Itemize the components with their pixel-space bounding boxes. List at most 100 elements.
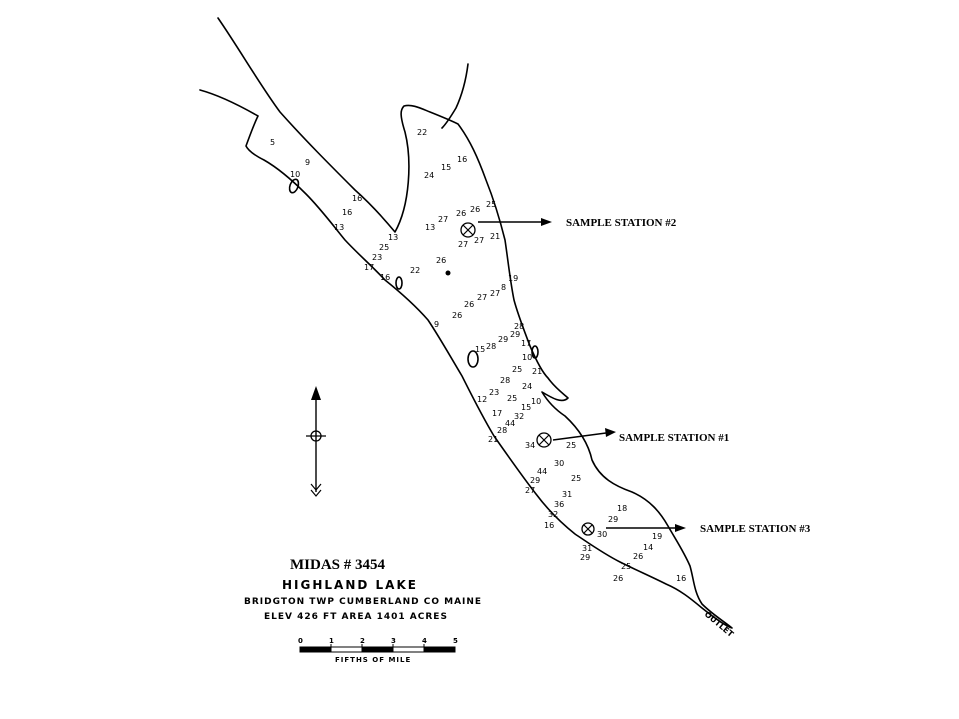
depth-label: 25 [486,200,496,209]
depth-label: 28 [486,342,496,351]
scale-unit-label: FIFTHS OF MILE [335,656,411,664]
sample-station-1: SAMPLE STATION #1 [536,428,729,448]
depth-label: 32 [548,510,558,519]
depth-label: 5 [270,138,275,147]
scale-bar: 0 1 2 3 4 5 FIFTHS OF MILE [298,637,458,664]
depth-label: 21 [532,367,542,376]
depth-label: 15 [441,163,451,172]
depth-label: 27 [438,215,448,224]
sample-station-2: SAMPLE STATION #2 [460,217,677,238]
depth-label: 26 [633,552,643,561]
depth-label: 18 [617,504,627,513]
lake-name: HIGHLAND LAKE [282,578,418,592]
arrow-head-icon [541,218,552,226]
depth-label: 17 [492,409,502,418]
depth-label: 26 [613,574,623,583]
depth-label: 26 [436,256,446,265]
island [531,345,539,359]
depth-label: 19 [652,532,662,541]
depth-label: 28 [497,426,507,435]
location-line: BRIDGTON TWP CUMBERLAND CO MAINE [244,597,482,607]
depth-label: 25 [379,243,389,252]
depth-label: 29 [530,476,540,485]
scale-tick-label: 3 [391,637,396,645]
outlet-label: OUTLET [703,610,736,640]
arrow-head-icon [675,524,686,532]
station-label: SAMPLE STATION #1 [619,432,729,444]
depth-label: 26 [470,205,480,214]
depth-label: 9 [434,320,439,329]
depth-label: 24 [522,382,532,391]
depth-label: 13 [334,223,344,232]
island [445,270,451,276]
title-block: MIDAS # 3454 HIGHLAND LAKE BRIDGTON TWP … [244,557,482,622]
depth-label: 31 [562,490,572,499]
depth-label: 30 [597,530,607,539]
arrow-head-icon [605,428,616,437]
midas-id: MIDAS # 3454 [290,557,386,573]
lake-shoreline [199,17,733,629]
depth-label: 26 [456,209,466,218]
depth-label: 25 [571,474,581,483]
depth-label: 44 [505,419,515,428]
depth-label: 25 [621,562,631,571]
depth-label: 12 [477,395,487,404]
depth-label: 15 [475,345,485,354]
depth-label: 25 [512,365,522,374]
depth-label: 10 [290,170,300,179]
scale-tick-label: 2 [360,637,365,645]
island [467,350,479,368]
depth-label: 36 [554,500,564,509]
station-label: SAMPLE STATION #2 [566,217,677,229]
depth-label: 16 [352,194,362,203]
depth-label: 26 [452,311,462,320]
depth-label: 30 [554,459,564,468]
depth-label: 27 [477,293,487,302]
depth-label: 23 [372,253,382,262]
island [288,178,300,194]
depth-label: 26 [464,300,474,309]
inlet-stream [441,63,469,129]
sample-station-3: SAMPLE STATION #3 [581,522,811,536]
depth-label: 25 [507,394,517,403]
depth-label: 21 [488,435,498,444]
station-label: SAMPLE STATION #3 [700,523,811,535]
depth-label: 14 [643,543,653,552]
depth-label: 28 [514,322,524,331]
depth-soundings: 5 9 10 16 16 13 13 25 23 17 16 22 22 16 … [270,128,686,583]
depth-label: 29 [498,335,508,344]
elevation-area-line: ELEV 426 FT AREA 1401 ACRES [264,612,448,622]
scale-tick-label: 0 [298,637,303,645]
sample-station-icon [536,432,552,448]
depth-label: 34 [525,441,535,450]
depth-label: 9 [305,158,310,167]
depth-label: 19 [508,274,518,283]
scale-tick-label: 5 [453,637,458,645]
depth-label: 21 [490,232,500,241]
depth-label: 27 [525,486,535,495]
depth-label: 13 [388,233,398,242]
depth-label: 23 [489,388,499,397]
depth-label: 29 [608,515,618,524]
depth-label: 16 [676,574,686,583]
depth-label: 29 [580,553,590,562]
north-arrow-icon [306,386,326,497]
island [395,276,403,290]
depth-label: 16 [544,521,554,530]
depth-label: 8 [501,283,506,292]
depth-label: 16 [380,273,390,282]
sample-station-icon [581,522,595,536]
depth-label: 16 [342,208,352,217]
depth-label: 27 [490,289,500,298]
depth-label: 32 [514,412,524,421]
scale-tick-label: 4 [422,637,427,645]
depth-label: 24 [424,171,434,180]
depth-label: 15 [521,403,531,412]
scale-tick-label: 1 [329,637,334,645]
station-arrow [552,432,607,441]
depth-label: 22 [417,128,427,137]
depth-label: 10 [522,353,532,362]
depth-label: 22 [410,266,420,275]
depth-label: 13 [425,223,435,232]
